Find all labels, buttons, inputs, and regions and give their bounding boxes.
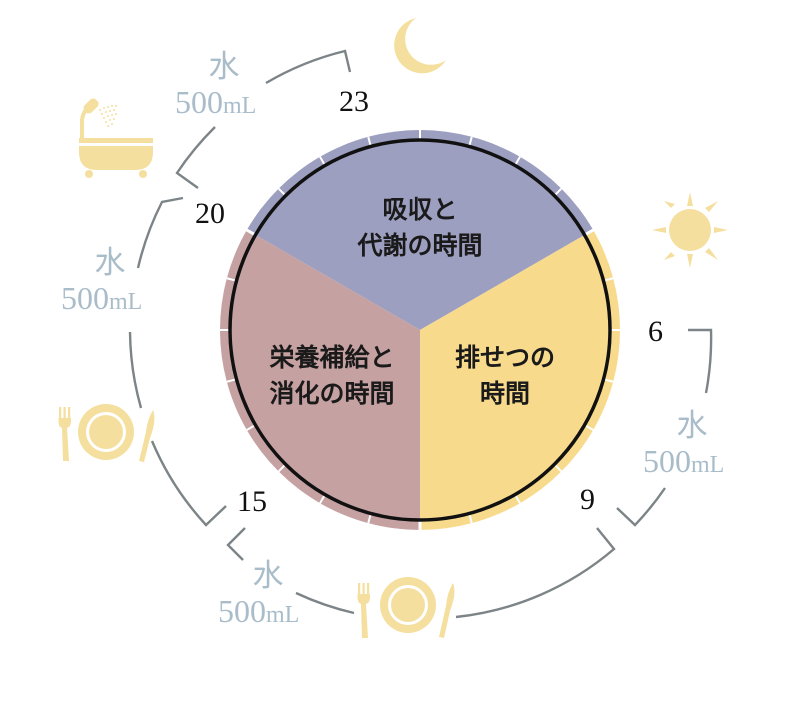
meal-icon xyxy=(357,577,455,638)
meal-icon xyxy=(58,404,155,462)
bath-icon xyxy=(79,98,153,178)
segment-absorption-label-line2: 代謝の時間 xyxy=(356,231,482,260)
water-amount: 500mL xyxy=(643,443,724,479)
water-kanji: 水 xyxy=(209,49,240,85)
clock-outline xyxy=(228,138,612,522)
bracket-top xyxy=(265,49,352,85)
cycle-pie: 吸収と 代謝の時間 排せつの 時間 栄養補給と 消化の時間 xyxy=(219,129,621,530)
bracket-left-middle xyxy=(128,331,143,409)
hour-label-20: 20 xyxy=(195,197,225,230)
water-kanji: 水 xyxy=(253,558,284,594)
water-kanji: 水 xyxy=(95,245,126,281)
water-label-evening: 水 500mL xyxy=(61,245,142,316)
bracket-upper-left xyxy=(175,126,216,189)
segment-elimination-label-line1: 排せつの xyxy=(455,343,555,372)
bracket-bottom-left-tick xyxy=(226,527,246,561)
bracket-right-lower xyxy=(616,487,666,527)
hour-label-6: 6 xyxy=(648,315,663,348)
segment-nutrition-label-line2: 消化の時間 xyxy=(269,379,394,408)
water-label-morning: 水 500mL xyxy=(643,408,724,479)
hour-label-9: 9 xyxy=(580,483,595,516)
time-brackets xyxy=(128,49,713,619)
sun-icon xyxy=(652,192,728,268)
water-label-afternoon: 水 500mL xyxy=(218,558,299,629)
water-amount: 500mL xyxy=(175,84,256,120)
bracket-bottom-right xyxy=(455,527,616,619)
bracket-right-upper xyxy=(688,328,713,394)
water-amount: 500mL xyxy=(61,280,142,316)
segment-elimination xyxy=(420,230,621,530)
moon-icon xyxy=(394,18,446,74)
water-kanji: 水 xyxy=(677,408,708,444)
bracket-left-upper xyxy=(136,196,184,269)
hour-labels: 23 20 6 9 15 xyxy=(195,85,663,518)
segment-absorption-label-line1: 吸収と xyxy=(382,195,457,224)
bracket-bottom-left xyxy=(295,591,355,615)
segment-nutrition-label-line1: 栄養補給と xyxy=(268,343,394,372)
segment-absorption xyxy=(246,129,594,330)
water-amount: 500mL xyxy=(218,593,299,629)
segment-nutrition xyxy=(219,230,420,530)
hour-label-23: 23 xyxy=(339,85,369,118)
segment-elimination-label-line2: 時間 xyxy=(480,379,530,408)
bracket-left-lower xyxy=(150,440,227,527)
hour-label-15: 15 xyxy=(237,485,267,518)
water-label-night: 水 500mL xyxy=(175,49,256,120)
